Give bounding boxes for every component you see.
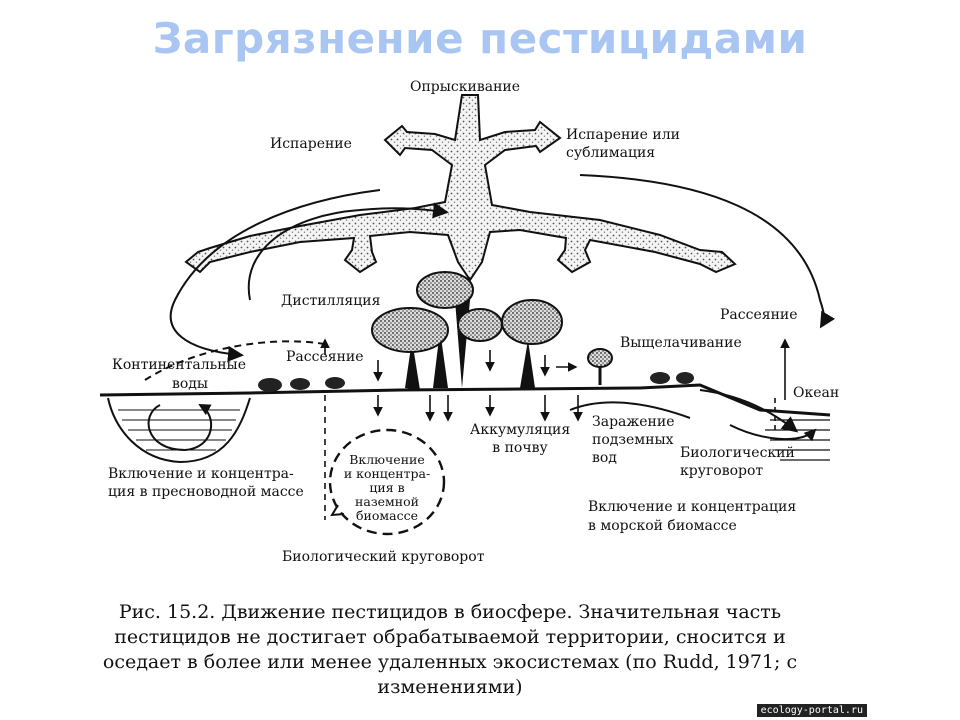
label-terrestrial-1: Включение [349,452,425,467]
ocean [729,419,830,461]
label-terrestrial-3: ция в [369,480,405,495]
label-ocean: Океан [793,385,840,401]
label-bio-cycle-right-2: круговорот [680,463,764,479]
trees [258,271,694,392]
continental-dispersion-dash [144,340,331,381]
label-evaporation-sublimation-1: Испарение или [566,127,680,143]
label-continental-waters-1: Континентальные [112,357,246,373]
caption-line-1: Рис. 15.2. Движение пестицидов в биосфер… [118,601,782,623]
label-groundwater-2: подземных [592,432,674,448]
label-bio-cycle-right-1: Биологический [680,445,795,461]
terrestrial-cycle [328,428,446,536]
label-evaporation: Испарение [270,136,352,152]
label-spraying: Опрыскивание [410,79,521,95]
label-freshwater-1: Включение и концентра- [108,466,294,482]
label-marine-1: Включение и концентрация [588,499,797,515]
caption-line-3: оседает в более или менее удаленных экос… [102,651,798,673]
groundwater-curve [569,401,691,419]
label-marine-2: в морской биомассе [588,518,737,534]
label-terrestrial-4: наземной [355,494,419,509]
caption-line-4: изменениями) [377,676,523,698]
label-freshwater-2: ция в пресноводной массе [108,484,304,500]
slide-title: Загрязнение пестицидами [152,14,808,63]
label-bio-cycle-bottom: Биологический круговорот [282,549,485,565]
label-continental-waters-2: воды [172,376,209,392]
label-distillation: Дистилляция [281,293,381,309]
caption-line-2: пестицидов не достигает обрабатываемой т… [114,626,786,648]
leaching-curve [699,389,799,433]
label-evaporation-sublimation-2: сублимация [566,145,656,161]
label-leaching: Выщелачивание [620,335,742,351]
evaporation-left-curve [169,189,381,362]
label-dispersion-left: Рассеяние [286,349,364,365]
freshwater-basin [107,397,251,464]
watermark: ecology-portal.ru [756,704,867,717]
dispersion-right-curve [579,174,836,329]
label-soil-accumulation-2: в почву [492,440,548,456]
label-terrestrial-5: биомассе [356,508,418,523]
distillation-curve [247,202,449,301]
figure-caption: Рис. 15.2. Движение пестицидов в биосфер… [30,600,870,700]
ground [99,383,831,417]
spray-plume [184,94,737,282]
label-soil-accumulation-1: Аккумуляция [469,422,571,438]
label-groundwater-1: Заражение [592,414,675,430]
label-terrestrial-2: и концентра- [343,466,431,481]
label-groundwater-3: вод [592,450,617,466]
label-dispersion-right: Рассеяние [720,307,798,323]
